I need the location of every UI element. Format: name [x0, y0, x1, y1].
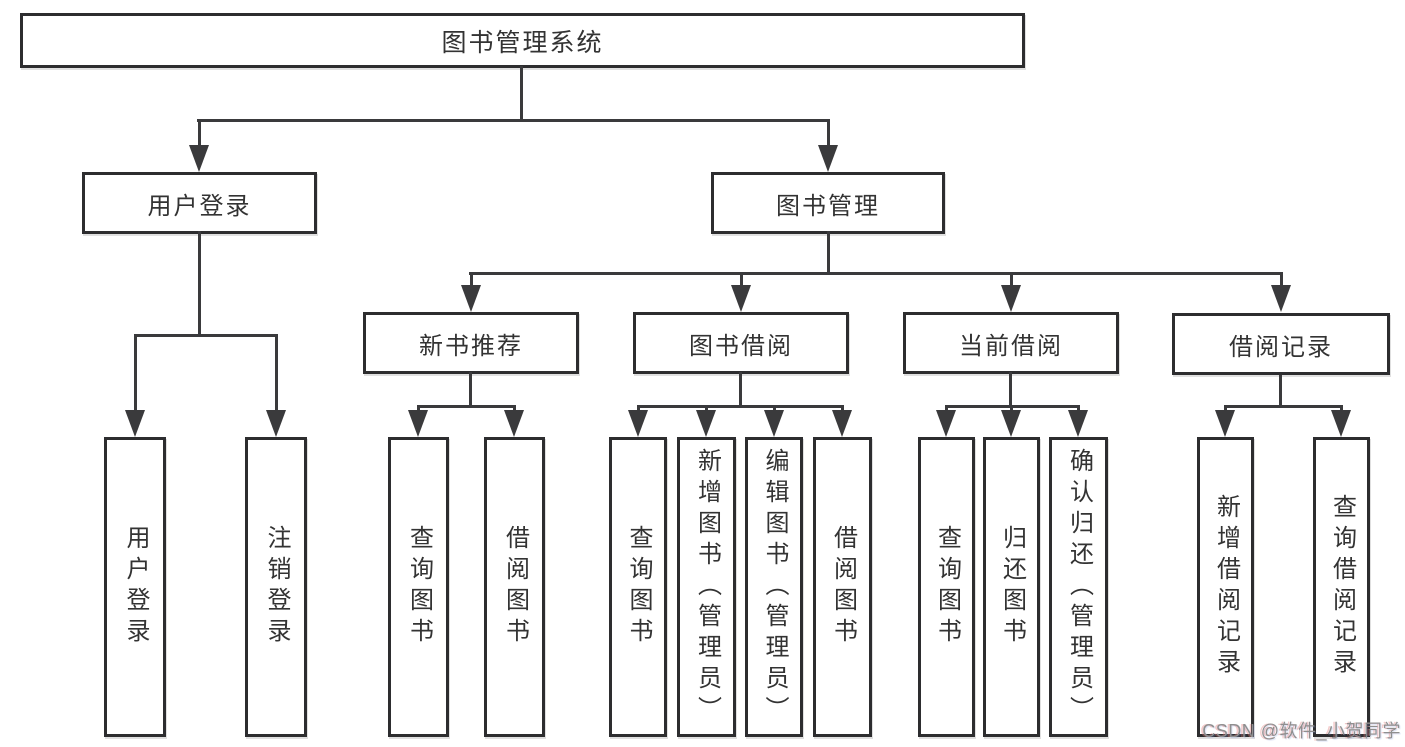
leaf-nb-query-books: 查询图书 — [388, 437, 449, 737]
leaf-label: 查询图书 — [933, 525, 961, 649]
csdn-watermark: CSDN @软件_小贺同学 — [1202, 721, 1401, 741]
leaf-label: 借阅图书 — [829, 525, 857, 649]
node-label: 图书管理 — [776, 192, 880, 220]
connector-line — [1279, 375, 1282, 407]
node-book-management: 图书管理 — [711, 172, 945, 234]
leaf-logout: 注销登录 — [245, 437, 307, 737]
connector-line — [1224, 405, 1343, 408]
connector-line — [1280, 272, 1283, 288]
connector-line — [945, 405, 948, 413]
leaf-bb-add-books-admin: 新增图书（管理员） — [677, 437, 736, 737]
leaf-label: 新增图书（管理员） — [693, 447, 721, 727]
connector-line — [705, 405, 708, 413]
connector-arrow — [936, 410, 956, 437]
connector-line — [1010, 405, 1013, 413]
connector-line — [275, 334, 278, 413]
connector-arrow — [125, 410, 145, 437]
connector-line — [1009, 372, 1012, 407]
leaf-br-query-record: 查询借阅记录 — [1313, 437, 1370, 737]
leaf-bb-edit-books-admin: 编辑图书（管理员） — [745, 437, 803, 737]
leaf-label: 查询图书 — [625, 525, 652, 649]
connector-line — [417, 405, 420, 413]
connector-arrow — [1331, 410, 1351, 437]
connector-line — [198, 231, 201, 337]
leaf-user-login: 用户登录 — [104, 437, 166, 737]
leaf-label: 注销登录 — [263, 525, 290, 649]
connector-line — [417, 405, 516, 408]
connector-line — [1010, 272, 1013, 288]
connector-arrow — [1001, 285, 1021, 312]
node-current-borrow: 当前借阅 — [903, 312, 1119, 374]
leaf-label: 确认归还（管理员） — [1065, 447, 1093, 727]
node-user-login: 用户登录 — [82, 172, 317, 234]
connector-arrow — [1068, 410, 1088, 437]
node-label: 图书借阅 — [689, 332, 793, 360]
connector-arrow — [696, 410, 716, 437]
leaf-label: 用户登录 — [122, 525, 149, 649]
connector-line — [1340, 405, 1343, 413]
leaf-bb-borrow-books: 借阅图书 — [813, 437, 872, 737]
node-label: 用户登录 — [147, 192, 252, 220]
connector-line — [637, 405, 640, 413]
connector-line — [134, 334, 137, 413]
connector-line — [470, 272, 473, 288]
connector-line — [841, 405, 844, 413]
leaf-label: 新增借阅记录 — [1212, 494, 1240, 680]
connector-arrow — [408, 410, 428, 437]
node-library-management-system: 图书管理系统 — [20, 13, 1025, 68]
connector-arrow — [266, 410, 286, 437]
connector-line — [827, 119, 830, 149]
leaf-label: 归还图书 — [998, 525, 1026, 649]
connector-arrow — [189, 145, 209, 172]
connector-line — [198, 119, 201, 149]
leaf-bb-query-books: 查询图书 — [609, 437, 667, 737]
node-borrow-records: 借阅记录 — [1172, 313, 1390, 375]
node-label: 图书管理系统 — [441, 28, 604, 57]
connector-arrow — [1271, 285, 1291, 312]
connector-line — [827, 231, 830, 275]
connector-arrow — [832, 410, 852, 437]
connector-line — [197, 119, 830, 122]
connector-arrow — [1001, 410, 1021, 437]
connector-line — [469, 372, 472, 407]
connector-line — [513, 405, 516, 413]
connector-line — [469, 272, 1282, 275]
connector-arrow — [764, 410, 784, 437]
node-label: 当前借阅 — [959, 332, 1063, 360]
leaf-cb-return-books: 归还图书 — [983, 437, 1040, 737]
connector-line — [773, 405, 776, 413]
leaf-label: 编辑图书（管理员） — [761, 447, 788, 727]
leaf-label: 借阅图书 — [501, 525, 529, 649]
leaf-cb-confirm-return-admin: 确认归还（管理员） — [1049, 437, 1108, 737]
connector-arrow — [731, 285, 751, 312]
connector-line — [1077, 405, 1080, 413]
connector-line — [1224, 405, 1227, 413]
connector-arrow — [628, 410, 648, 437]
connector-line — [134, 334, 278, 337]
connector-line — [739, 372, 742, 407]
leaf-cb-query-books: 查询图书 — [918, 437, 975, 737]
connector-arrow — [504, 410, 524, 437]
connector-arrow — [818, 145, 838, 172]
connector-arrow — [461, 285, 481, 312]
connector-line — [740, 272, 743, 288]
connector-line — [520, 66, 523, 122]
connector-line — [637, 405, 844, 408]
leaf-label: 查询图书 — [405, 525, 433, 649]
leaf-nb-borrow-books: 借阅图书 — [484, 437, 545, 737]
node-label: 新书推荐 — [419, 332, 523, 360]
node-book-borrow: 图书借阅 — [633, 312, 849, 374]
leaf-label: 查询借阅记录 — [1328, 494, 1356, 680]
node-new-book-recommend: 新书推荐 — [363, 312, 579, 374]
leaf-br-add-record: 新增借阅记录 — [1197, 437, 1254, 737]
node-label: 借阅记录 — [1229, 333, 1333, 361]
connector-arrow — [1215, 410, 1235, 437]
